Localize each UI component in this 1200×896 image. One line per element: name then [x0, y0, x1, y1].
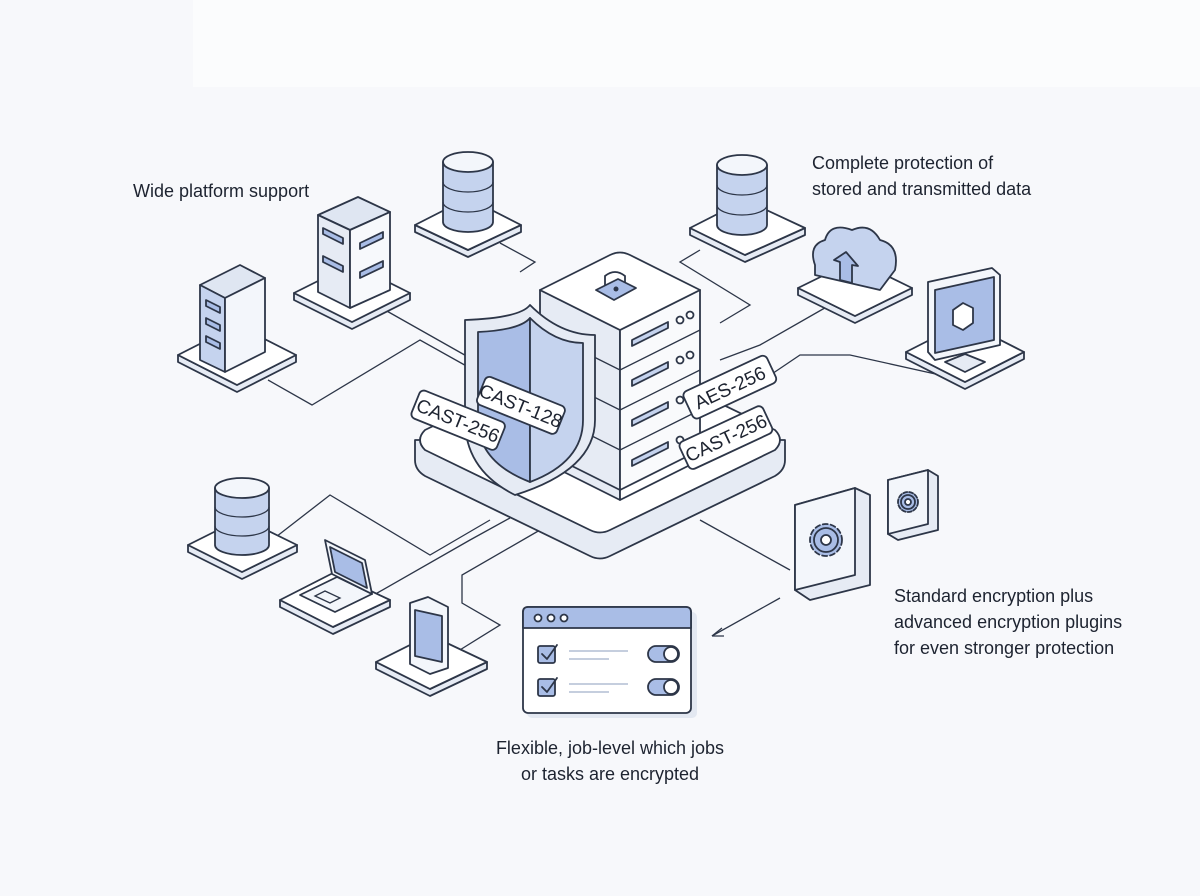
laptop-icon: [279, 539, 391, 635]
arrow-line: [711, 597, 781, 637]
caption-platform: Wide platform support: [133, 181, 310, 201]
caption-line: Flexible, job-level which jobs: [495, 738, 725, 758]
connector: [267, 339, 471, 406]
top-band: [193, 0, 1200, 87]
connector: [364, 517, 511, 601]
connector: [271, 494, 491, 556]
caption-jobs: Flexible, job-level which jobs or tasks …: [480, 735, 740, 787]
connector: [719, 304, 831, 361]
server-tower-icon: [177, 264, 297, 393]
database-icon: [414, 151, 522, 258]
lock-icon: [595, 271, 637, 301]
job-row[interactable]: [537, 644, 680, 664]
database-icon: [187, 477, 298, 580]
connector: [699, 519, 791, 571]
drive-slots: [631, 321, 669, 467]
gear-icon: [887, 469, 939, 541]
caption-line: Complete protection of: [812, 153, 994, 173]
caption-plugins: Standard encryption plus advanced encryp…: [894, 583, 1122, 661]
phone-icon: [375, 596, 488, 697]
connector: [499, 242, 537, 273]
connector: [384, 309, 471, 359]
database-icon: [689, 154, 806, 263]
caption-line: or tasks are encrypted: [520, 764, 700, 784]
caption-protection: Complete protection of stored and transm…: [812, 150, 1031, 202]
arrow-head-icon: [711, 627, 724, 637]
server-tower-icon: [293, 196, 411, 330]
gear-icon: [794, 487, 871, 601]
caption-line: for even stronger protection: [894, 638, 1115, 658]
caption-line: advanced encryption plugins: [894, 612, 1123, 632]
cloud-upload-icon: [797, 226, 913, 324]
checkbox-icon[interactable]: [537, 678, 556, 697]
checkbox-icon[interactable]: [537, 645, 556, 664]
connector: [759, 354, 941, 383]
job-settings-window: [522, 606, 697, 718]
connector: [454, 529, 541, 654]
monitor-icon: [905, 267, 1025, 390]
job-row[interactable]: [537, 677, 680, 697]
connector: [678, 249, 752, 324]
shield-icon: CAST-128: [464, 304, 596, 496]
caption-line: Standard encryption plus: [894, 586, 1094, 606]
window-controls: [533, 613, 569, 623]
caption-line: stored and transmitted data: [812, 179, 1032, 199]
